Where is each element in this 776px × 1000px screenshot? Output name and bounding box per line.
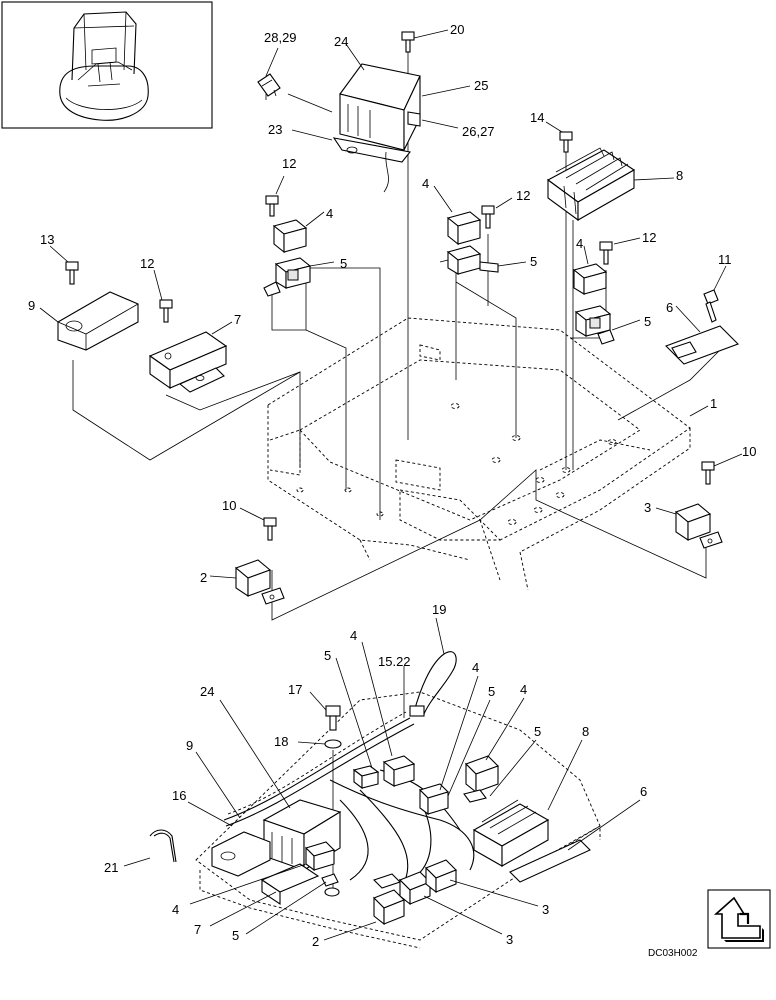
label-8: 8 [582, 724, 589, 739]
part-labels: 1 2 2 3 3 3 4 4 4 4 4 4 4 5 5 5 5 5 5 5 … [28, 22, 756, 949]
bolt-10b [701, 461, 715, 485]
label-4: 4 [350, 628, 357, 643]
label-3: 3 [644, 500, 651, 515]
socket-5c [574, 305, 615, 345]
label-20: 20 [450, 22, 464, 37]
label-10: 10 [742, 444, 756, 459]
bolt-12c [599, 241, 613, 265]
label-5: 5 [644, 314, 651, 329]
label-24: 24 [334, 34, 348, 49]
label-7: 7 [194, 922, 201, 937]
label-2: 2 [312, 934, 319, 949]
label-3: 3 [506, 932, 513, 947]
upper-exploded-view [39, 29, 743, 621]
label-4: 4 [472, 660, 479, 675]
relays-small [272, 211, 608, 295]
fuse [257, 73, 281, 100]
socket-5a [263, 257, 312, 297]
relay-4a [272, 219, 308, 254]
relay-4b [446, 211, 482, 246]
bolt-20 [401, 31, 415, 53]
bolts [65, 31, 719, 541]
navigation-arrow-icon[interactable] [707, 889, 771, 949]
label-1: 1 [710, 396, 717, 411]
label-4: 4 [326, 206, 333, 221]
label-8: 8 [676, 168, 683, 183]
bolt-13 [65, 261, 79, 285]
part-2 [234, 559, 285, 605]
label-12: 12 [642, 230, 656, 245]
label-14: 14 [530, 110, 544, 125]
base-frame [267, 317, 691, 591]
label-5: 5 [340, 256, 347, 271]
drawing-code: DC03H002 [648, 948, 698, 959]
label-3: 3 [542, 902, 549, 917]
callout-lines-upper [39, 29, 743, 579]
callout-lines-lower [123, 617, 641, 941]
bolt-12a [265, 195, 279, 217]
label-11: 11 [718, 252, 732, 267]
label-4: 4 [172, 902, 179, 917]
bolt-12d [159, 299, 173, 323]
bolt-14 [559, 131, 573, 153]
label-7: 7 [234, 312, 241, 327]
label-9: 9 [28, 298, 35, 313]
label-4: 4 [422, 176, 429, 191]
label-21: 21 [104, 860, 118, 875]
socket-5b [439, 245, 499, 275]
label-12: 12 [140, 256, 154, 271]
label-4: 4 [520, 682, 527, 697]
label-24: 24 [200, 684, 214, 699]
bolt-11 [703, 289, 719, 323]
label-12: 12 [282, 156, 296, 171]
label-5: 5 [324, 648, 331, 663]
label-17: 17 [288, 682, 302, 697]
label-26-27: 26,27 [462, 124, 495, 139]
label-9: 9 [186, 738, 193, 753]
part-9 [57, 291, 139, 351]
relay-4c [572, 263, 608, 295]
part-7 [148, 331, 228, 393]
label-2: 2 [200, 570, 207, 585]
label-23: 23 [268, 122, 282, 137]
label-16: 16 [172, 788, 186, 803]
label-4: 4 [576, 236, 583, 251]
label-13: 13 [40, 232, 54, 247]
label-5: 5 [534, 724, 541, 739]
bolt-10a [263, 517, 277, 541]
regulator [546, 147, 636, 222]
label-6: 6 [640, 784, 647, 799]
label-5: 5 [530, 254, 537, 269]
label-18: 18 [274, 734, 288, 749]
label-5: 5 [488, 684, 495, 699]
label-25: 25 [474, 78, 488, 93]
label-10: 10 [222, 498, 236, 513]
part-3 [674, 503, 723, 549]
relay-sockets [263, 245, 615, 345]
label-15-22: 15.22 [378, 654, 411, 669]
machine-overview-inset [1, 1, 213, 129]
bolt-12b [481, 205, 495, 229]
label-28-29: 28,29 [264, 30, 297, 45]
lower-assembled-view [149, 651, 601, 949]
label-12: 12 [516, 188, 530, 203]
label-19: 19 [432, 602, 446, 617]
fuse-box [332, 63, 421, 193]
part-6 [665, 325, 739, 365]
label-5: 5 [232, 928, 239, 943]
label-6: 6 [666, 300, 673, 315]
